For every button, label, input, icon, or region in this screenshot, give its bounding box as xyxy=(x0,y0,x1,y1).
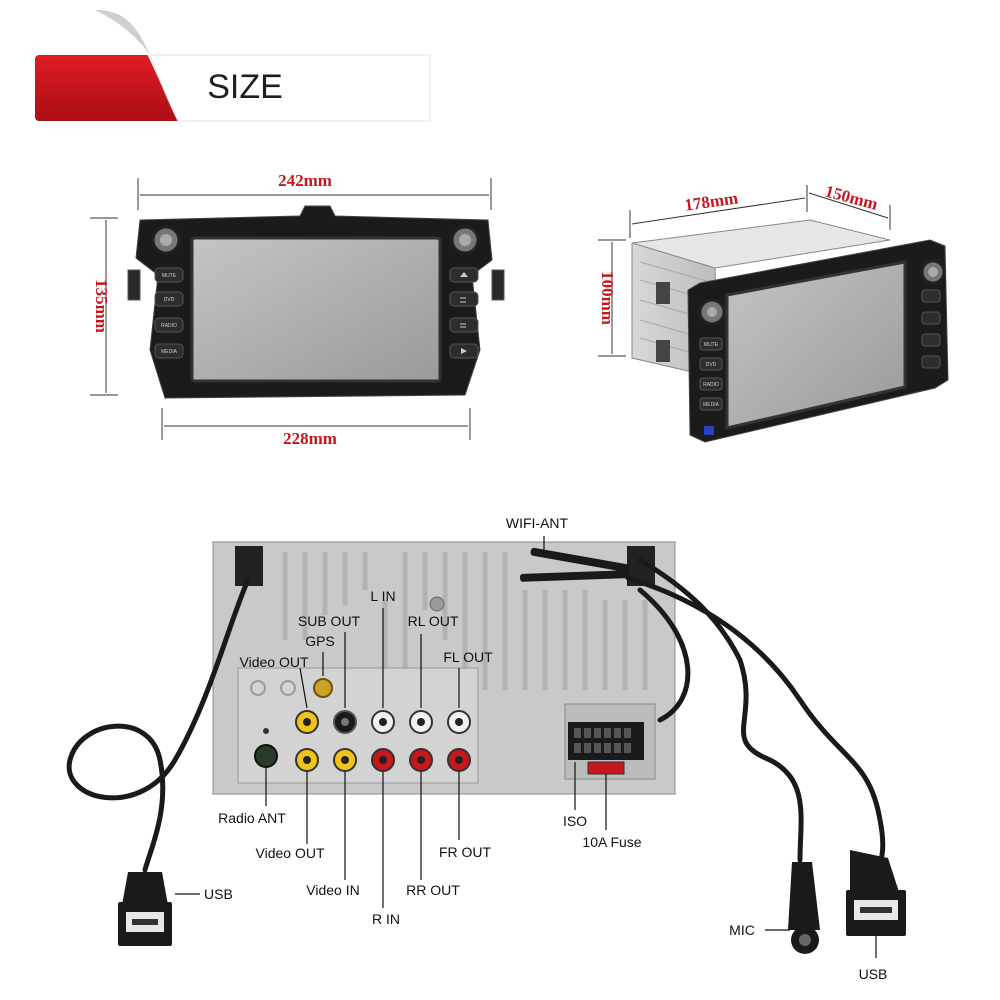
label-usb-right: USB xyxy=(859,966,888,982)
label-l-in: L IN xyxy=(370,588,395,604)
side-screen xyxy=(725,260,907,430)
rca-top-row xyxy=(295,710,471,734)
label-fr-out: FR OUT xyxy=(439,844,492,860)
size-banner: SIZE xyxy=(35,9,431,122)
svg-text:DVD: DVD xyxy=(706,362,717,368)
label-video-in: Video IN xyxy=(306,882,359,898)
side-right-buttons xyxy=(921,289,941,369)
label-video-out-top: Video OUT xyxy=(240,654,309,670)
front-height-label: 135mm xyxy=(92,279,111,333)
rear-panel: WIFI-ANT L IN SUB OUT GPS RL OUT Video O… xyxy=(66,515,906,982)
label-gps: GPS xyxy=(305,633,335,649)
svg-text:MEDIA: MEDIA xyxy=(161,349,178,355)
label-video-out-bottom: Video OUT xyxy=(256,845,325,861)
gps-connector xyxy=(313,678,333,698)
svg-text:RADIO: RADIO xyxy=(703,382,719,388)
label-10a-fuse: 10A Fuse xyxy=(582,834,641,850)
front-left-buttons: MUTE DVD RADIO MEDIA xyxy=(154,267,184,359)
mic-plug xyxy=(788,862,820,954)
label-mic: MIC xyxy=(729,922,755,938)
rca-bottom-row xyxy=(295,748,471,772)
label-wifi-ant: WIFI-ANT xyxy=(506,515,569,531)
banner-title: SIZE xyxy=(207,68,283,106)
radio-ant-port xyxy=(254,744,278,768)
front-bottom-width-label: 228mm xyxy=(283,429,337,448)
label-sub-out: SUB OUT xyxy=(298,613,361,629)
side-height-label: 100mm xyxy=(598,271,617,325)
svg-text:RADIO: RADIO xyxy=(161,323,177,329)
label-rr-out: RR OUT xyxy=(406,882,460,898)
front-top-width-label: 242mm xyxy=(278,171,332,190)
svg-text:MUTE: MUTE xyxy=(704,342,719,348)
side-depth-label: 178mm xyxy=(683,188,739,214)
fuse xyxy=(587,761,625,775)
label-iso: ISO xyxy=(563,813,587,829)
front-view: 242mm 135mm 228mm MUTE DVD RADIO MEDI xyxy=(90,171,505,448)
mic-cable xyxy=(637,557,804,863)
svg-text:MUTE: MUTE xyxy=(162,273,177,279)
left-usb-plug xyxy=(118,872,172,946)
side-width-label: 150mm xyxy=(823,182,880,214)
label-rl-out: RL OUT xyxy=(408,613,459,629)
front-right-buttons xyxy=(449,267,479,359)
side-left-buttons: MUTE DVD RADIO MEDIA xyxy=(699,337,723,411)
svg-text:DVD: DVD xyxy=(164,297,175,303)
right-usb-plug xyxy=(846,850,906,936)
side-view: 178mm 150mm 100mm MUTE DVD RADIO MEDIA xyxy=(598,182,949,443)
left-usb-cable xyxy=(66,577,251,873)
svg-text:MEDIA: MEDIA xyxy=(703,402,720,408)
label-usb-left: USB xyxy=(204,886,233,902)
iso-connector xyxy=(568,722,644,775)
label-radio-ant: Radio ANT xyxy=(218,810,286,826)
front-screen xyxy=(190,236,442,383)
label-fl-out: FL OUT xyxy=(443,649,493,665)
label-r-in: R IN xyxy=(372,911,400,927)
